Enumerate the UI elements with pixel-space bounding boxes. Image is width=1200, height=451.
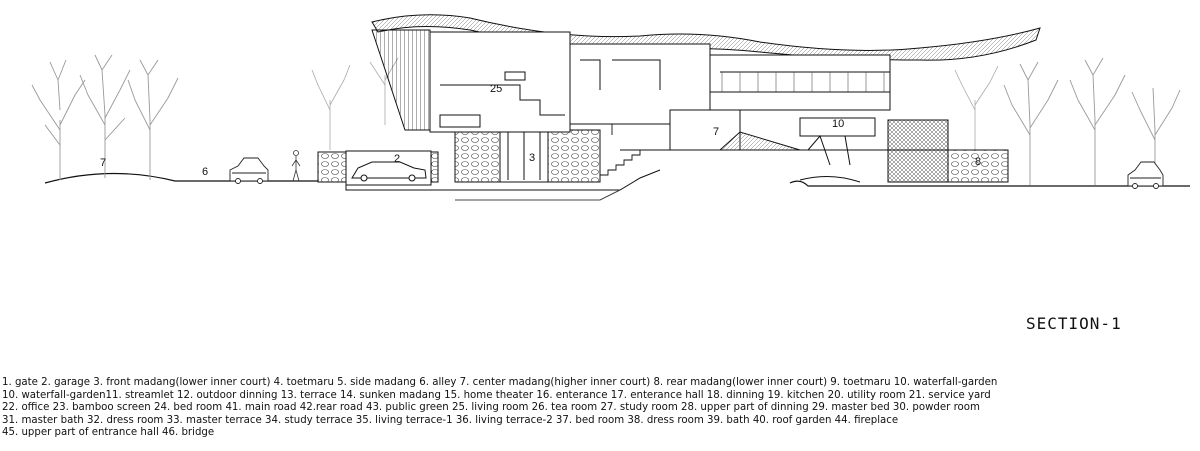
ground-line	[44, 172, 1190, 187]
label-garage: 2	[394, 153, 400, 165]
tree-right-2	[1069, 57, 1126, 185]
label-rear-madang: 8	[975, 156, 981, 168]
tree-left-2	[79, 54, 131, 178]
tree-left-1	[31, 59, 86, 180]
label-alley: 6	[202, 166, 208, 178]
label-front-madang: 3	[529, 152, 535, 164]
section-drawing: 7 6 2 3 25 7 10 8 0 1 3 5m	[31, 14, 1190, 201]
car-right	[1127, 161, 1164, 189]
legend-line: 10. waterfall-garden11. streamlet 12. ou…	[2, 389, 991, 401]
tree-right-1	[1003, 61, 1059, 185]
legend-line: 31. master bath 32. dress room 33. maste…	[2, 414, 899, 426]
label-alley-left: 7	[100, 157, 106, 169]
tree-left-3	[127, 59, 179, 180]
legend-line: 45. upper part of entrance hall 46. brid…	[2, 427, 215, 439]
section-title: SECTION-1	[1026, 314, 1122, 333]
legend: 1. gate 2. garage 3. front madang(lower …	[2, 377, 1198, 440]
front-madang	[440, 129, 661, 201]
legend-line: 1. gate 2. garage 3. front madang(lower …	[2, 377, 998, 388]
label-center-madang: 7	[713, 126, 719, 138]
label-waterfall-garden: 10	[832, 118, 844, 130]
legend-line: 22. office 23. bamboo screen 24. bed roo…	[2, 402, 980, 414]
figure-left	[291, 150, 301, 182]
tree-center	[311, 57, 999, 150]
label-living-room: 25	[490, 83, 502, 95]
house-body	[371, 14, 1041, 183]
tree-right-3	[1131, 87, 1181, 186]
garage-block	[317, 150, 475, 191]
car-left	[229, 157, 269, 184]
